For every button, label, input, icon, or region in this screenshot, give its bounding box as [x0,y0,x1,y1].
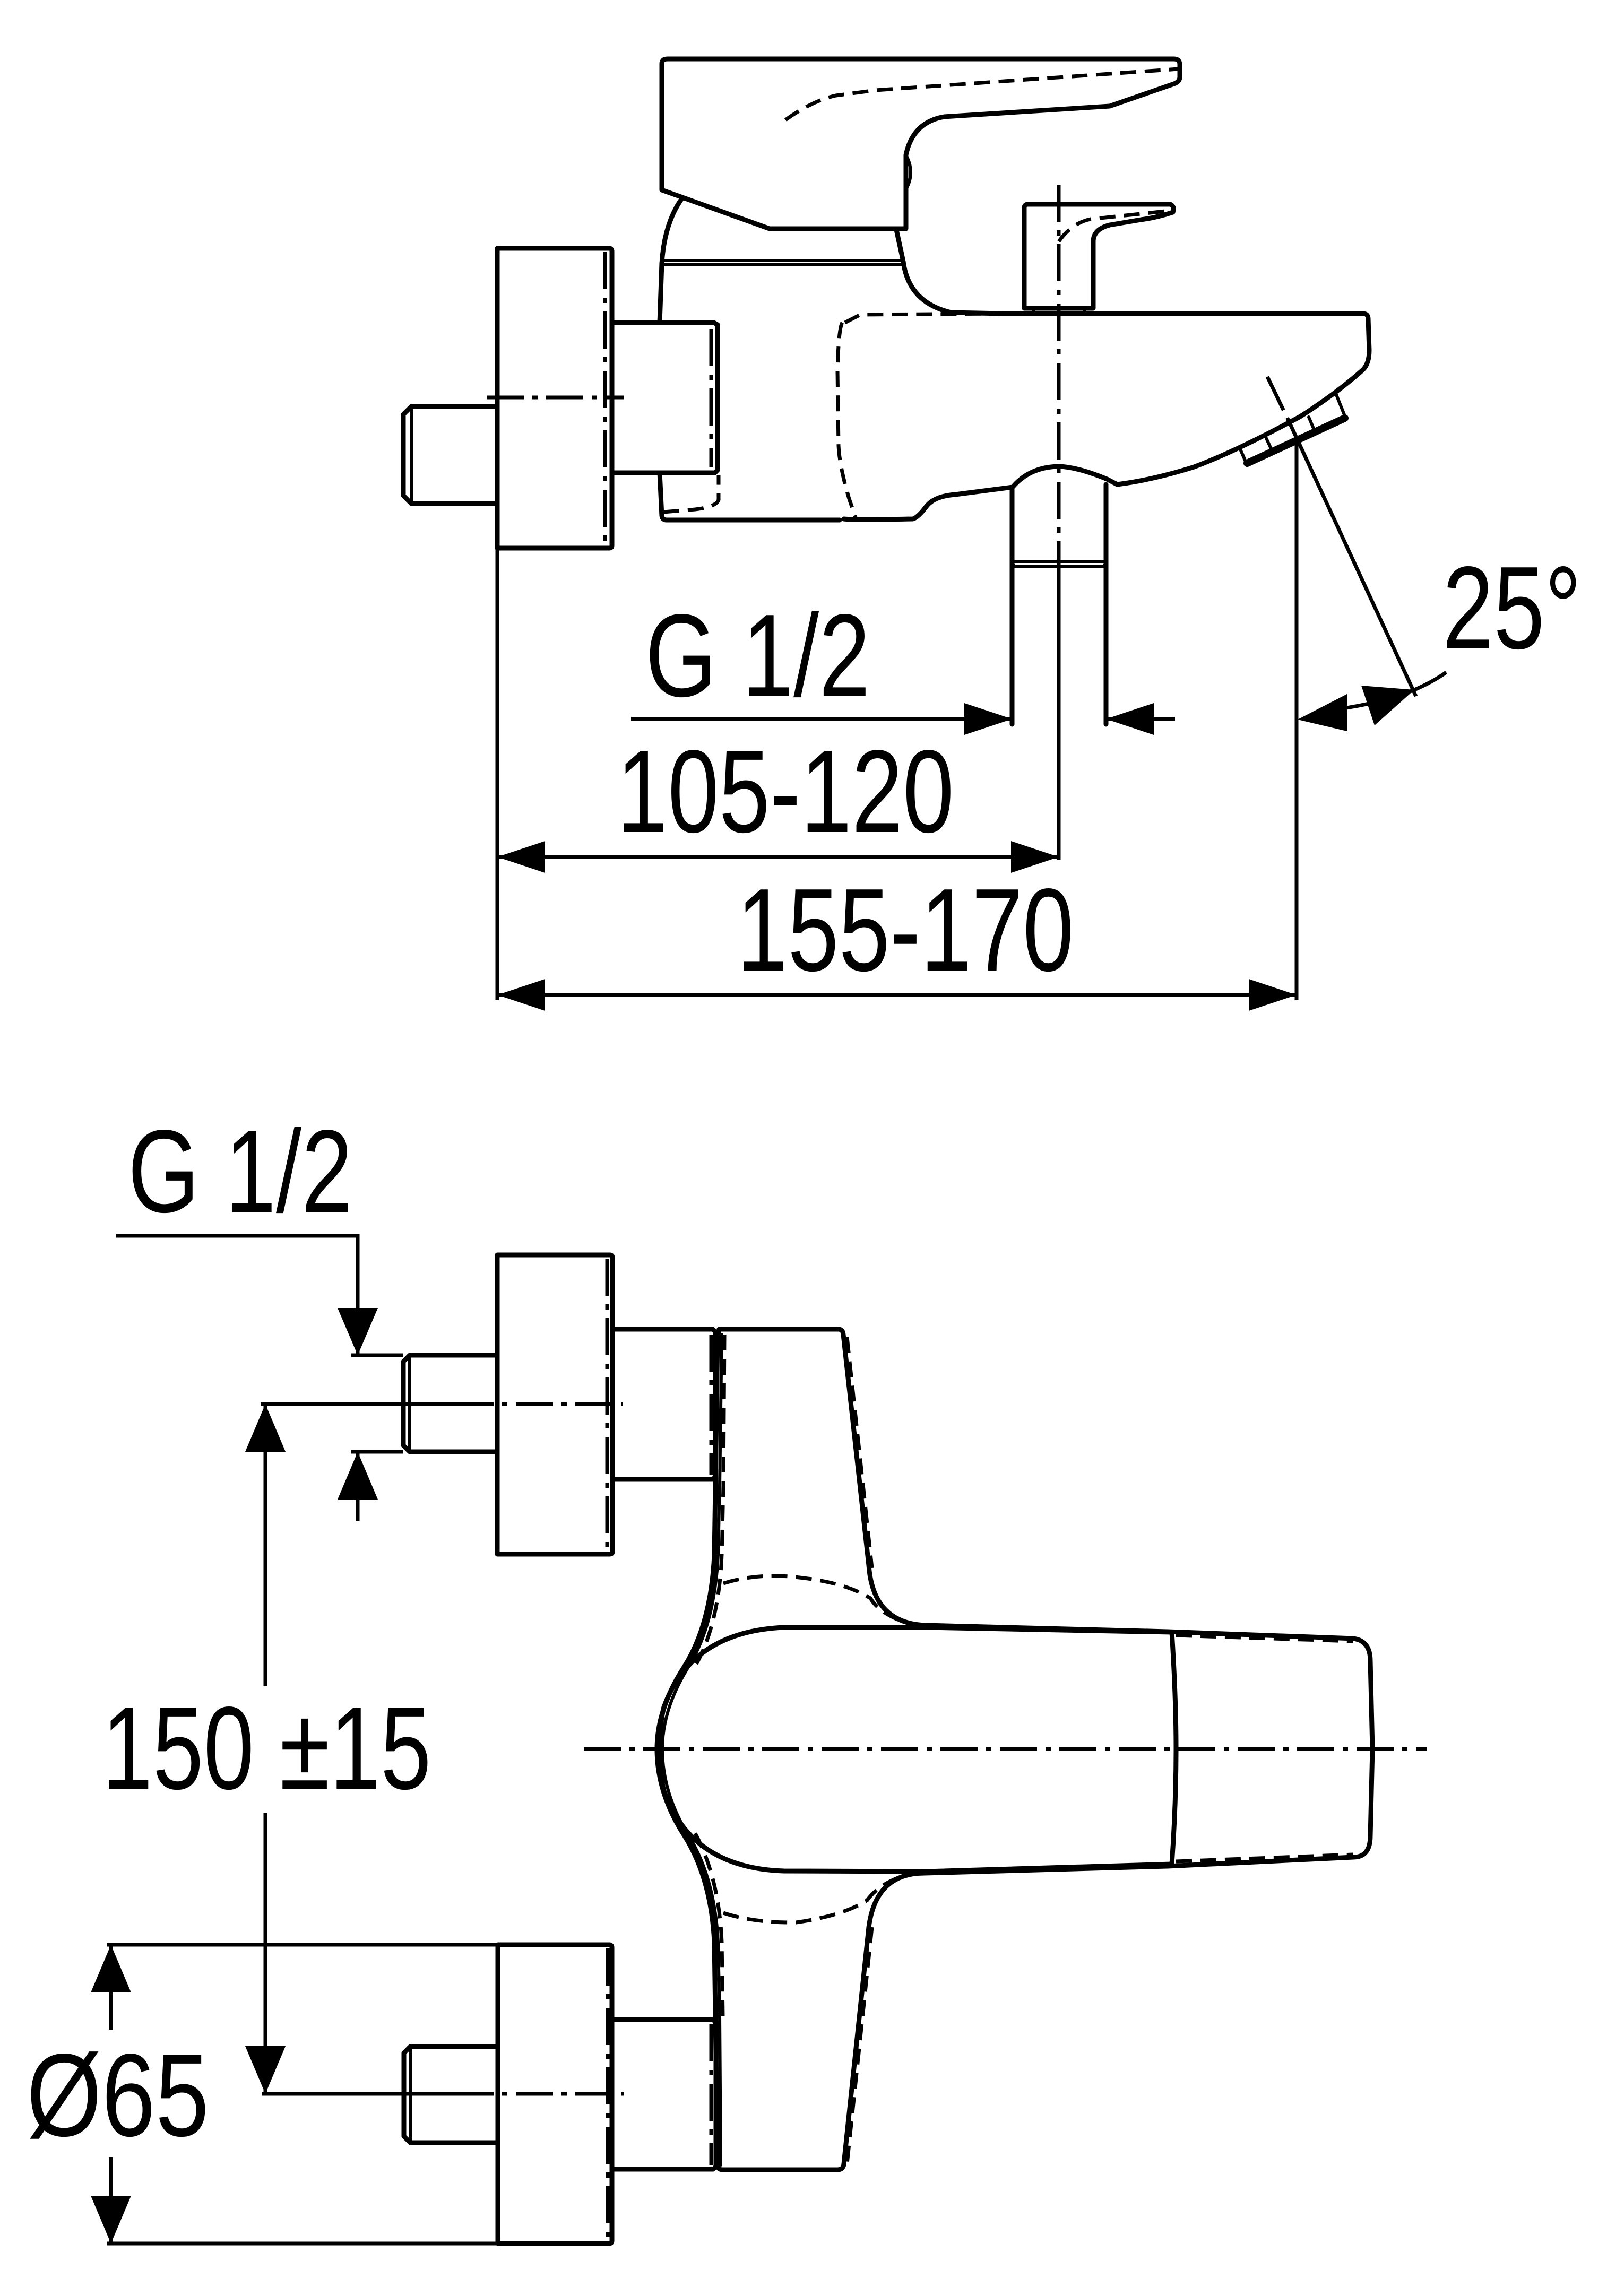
lever-handle [659,56,1182,231]
upper-connection-body [611,1327,718,1482]
spout-angle-dimension: 25° [1298,542,1582,731]
inlet-thread-dimension: G 1/2 [116,1106,403,1521]
connection-body [610,320,720,475]
diverter-knob [1022,202,1176,315]
projection-dimension: 155-170 [497,864,1297,1011]
spout-angle-label: 25° [1442,542,1582,674]
outlet-distance-label: 105-120 [617,726,954,857]
flange-diameter-dimension: Ø65 [27,1943,498,2246]
outlet-distance-dimension: 105-120 [497,726,1059,873]
wall-flange [495,246,615,551]
inlet-spacing-dimension: 150 ±15 [102,1402,456,2096]
outlet-thread-label: G 1/2 [645,590,870,722]
inlet-spacing-label: 150 ±15 [102,1683,431,1814]
spout [835,311,1372,522]
mixer-body [657,196,1006,523]
inlet-nipple [401,404,500,506]
front-view: G 1/2 150 ±15 Ø65 [27,1106,1427,2246]
outlet-thread-dimension: G 1/2 [631,590,1175,735]
inlet-thread-label: G 1/2 [128,1106,353,1237]
projection-label: 155-170 [737,864,1074,996]
lower-connection-body [610,2017,719,2172]
flange-diameter-label: Ø65 [27,2030,209,2161]
side-view: G 1/2 105-120 155-170 25° [401,56,1582,1011]
